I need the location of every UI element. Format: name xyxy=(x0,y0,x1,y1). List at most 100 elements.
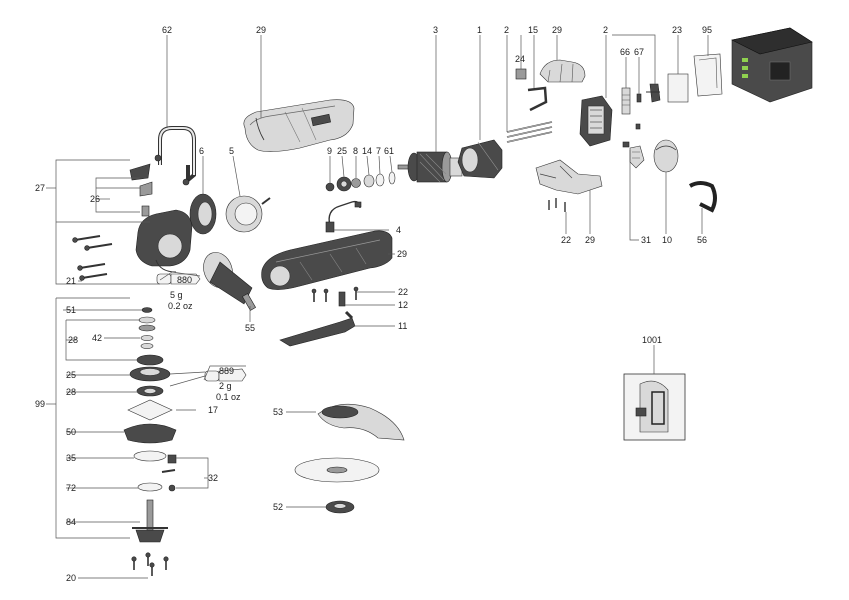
part-1001-inset xyxy=(623,373,686,441)
part-20-screws xyxy=(131,552,169,576)
grinding-disc xyxy=(294,457,380,483)
label-2-a: 2 xyxy=(504,25,509,35)
part-6-flange xyxy=(189,193,217,235)
bracket-lines xyxy=(46,159,246,579)
part-10-cap xyxy=(653,139,679,173)
bearing-parts-group xyxy=(325,171,396,192)
label-12: 12 xyxy=(398,300,408,310)
label-50: 50 xyxy=(66,427,76,437)
label-29-b: 29 xyxy=(552,25,562,35)
label-8: 8 xyxy=(353,146,358,156)
label-52: 52 xyxy=(273,502,283,512)
label-14: 14 xyxy=(362,146,372,156)
label-29-a: 29 xyxy=(256,25,266,35)
part-53-wheel-guard xyxy=(317,403,405,441)
part-11-paddle-switch xyxy=(279,310,356,347)
part-52-flange-nut xyxy=(325,500,355,514)
label-0.2oz: 0.2 oz xyxy=(168,301,193,311)
label-22-b: 22 xyxy=(398,287,408,297)
spindle-stack xyxy=(123,307,177,543)
label-10: 10 xyxy=(662,235,672,245)
label-95: 95 xyxy=(702,25,712,35)
part-23-label xyxy=(667,73,689,103)
part-31-switch xyxy=(622,141,645,169)
label-0.1oz: 0.1 oz xyxy=(216,392,241,402)
part-2-rods xyxy=(506,121,553,143)
label-24: 24 xyxy=(515,54,525,64)
label-25-b: 25 xyxy=(66,370,76,380)
label-99: 99 xyxy=(35,399,45,409)
part-27-gear-head xyxy=(129,163,193,273)
label-889: 889 xyxy=(219,366,234,376)
label-42: 42 xyxy=(92,333,102,343)
part-4-cable xyxy=(325,200,362,233)
label-9: 9 xyxy=(327,146,332,156)
part-67-spring xyxy=(636,93,642,103)
label-56: 56 xyxy=(697,235,707,245)
label-25-a: 25 xyxy=(337,146,347,156)
part-5-bearing-shield xyxy=(225,195,271,233)
label-11: 11 xyxy=(398,321,407,331)
label-1001: 1001 xyxy=(642,335,662,345)
label-62: 62 xyxy=(162,25,172,35)
label-7: 7 xyxy=(376,146,381,156)
part-2-electronics-module xyxy=(579,95,613,147)
part-15-clip xyxy=(527,86,548,112)
label-20: 20 xyxy=(66,573,76,583)
part-29-main-housing xyxy=(261,230,393,290)
part-62-handle-bracket xyxy=(154,126,196,186)
label-5: 5 xyxy=(229,146,234,156)
label-22-a: 22 xyxy=(561,235,571,245)
label-27: 27 xyxy=(35,183,45,193)
battery-pack xyxy=(731,27,813,103)
label-1: 1 xyxy=(477,25,482,35)
part-labels: 62 29 3 1 2 15 24 29 2 23 95 66 67 6 5 2… xyxy=(35,25,712,583)
part-22-screws-upper xyxy=(548,198,566,212)
label-66: 66 xyxy=(620,47,630,57)
label-26: 26 xyxy=(90,194,100,204)
label-15: 15 xyxy=(528,25,538,35)
label-4: 4 xyxy=(396,225,401,235)
label-5g: 5 g xyxy=(170,290,183,300)
label-35: 35 xyxy=(66,453,76,463)
label-29-c: 29 xyxy=(397,249,407,259)
part-55-side-handle xyxy=(203,252,257,311)
label-55: 55 xyxy=(245,323,255,333)
leader-lines xyxy=(166,34,709,508)
part-32-fasteners xyxy=(161,454,177,492)
label-2-b: 2 xyxy=(603,25,608,35)
label-17: 17 xyxy=(208,405,218,415)
label-3: 3 xyxy=(433,25,438,35)
label-84: 84 xyxy=(66,517,76,527)
label-72: 72 xyxy=(66,483,76,493)
label-28-b: 28 xyxy=(66,387,76,397)
part-24-pad xyxy=(515,68,527,80)
part-29-top-housing-cover xyxy=(243,99,355,152)
label-29-d: 29 xyxy=(585,235,595,245)
part-29-end-cap xyxy=(539,59,586,83)
part-22-screws-lower xyxy=(311,286,359,302)
label-28-a: 28 xyxy=(68,335,78,345)
label-31: 31 xyxy=(641,235,651,245)
part-56-clip xyxy=(688,181,717,213)
label-880: 880 xyxy=(177,275,192,285)
part-95-plate xyxy=(693,53,723,97)
label-32: 32 xyxy=(208,473,218,483)
grease-tube-889 xyxy=(204,368,247,382)
label-67: 67 xyxy=(634,47,644,57)
label-23: 23 xyxy=(672,25,682,35)
part-21-screws xyxy=(72,235,113,281)
grease-tube-880 xyxy=(156,273,201,285)
label-61: 61 xyxy=(384,146,394,156)
part-12-spring xyxy=(338,291,346,307)
part-29-lower-housing xyxy=(535,159,603,195)
label-6: 6 xyxy=(199,146,204,156)
label-21: 21 xyxy=(66,276,76,286)
part-2-switch xyxy=(646,83,661,103)
label-51: 51 xyxy=(66,305,76,315)
part-3-armature xyxy=(397,151,463,183)
part-66-bar xyxy=(621,87,631,115)
label-53: 53 xyxy=(273,407,283,417)
part-1-stator xyxy=(457,139,503,179)
